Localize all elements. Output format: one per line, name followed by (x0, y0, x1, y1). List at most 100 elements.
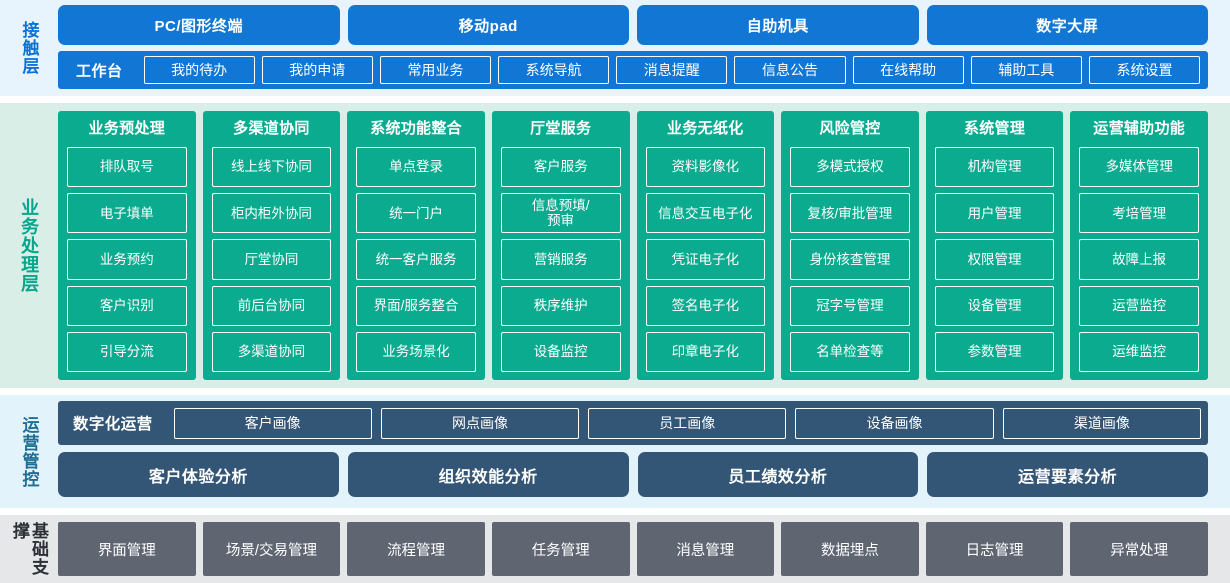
workbench-item-common-business[interactable]: 常用业务 (379, 56, 492, 84)
contact-layer: 接触层 PC/图形终端 移动pad 自助机具 数字大屏 工作台 我的待办 我的申… (0, 0, 1230, 96)
business-column-pre-processing: 业务预处理 排队取号 电子填单 业务预约 客户识别 引导分流 (58, 111, 196, 380)
analysis-customer-experience[interactable]: 客户体验分析 (58, 452, 339, 497)
foundation-item-message-management[interactable]: 消息管理 (636, 522, 775, 576)
business-item-sso[interactable]: 单点登录 (356, 147, 476, 188)
business-item-unified-portal[interactable]: 统一门户 (356, 193, 476, 234)
foundation-layer-label: 基础支撑 (10, 522, 49, 576)
business-item-unified-customer-service[interactable]: 统一客户服务 (356, 239, 476, 280)
workbench-item-my-todo[interactable]: 我的待办 (143, 56, 255, 84)
analysis-operation-factor[interactable]: 运营要素分析 (927, 452, 1208, 497)
business-item-device-management[interactable]: 设备管理 (934, 285, 1055, 326)
foundation-item-log-management[interactable]: 日志管理 (925, 522, 1064, 576)
terminal-pc[interactable]: PC/图形终端 (58, 5, 340, 45)
business-column-title: 厅堂服务 (530, 120, 592, 137)
contact-layer-label: 接触层 (19, 21, 39, 75)
business-item-e-form[interactable]: 电子填单 (67, 193, 187, 234)
foundation-item-data-tracking[interactable]: 数据埋点 (781, 522, 919, 576)
business-item-parameter-management[interactable]: 参数管理 (934, 331, 1055, 373)
business-item-guide-diversion[interactable]: 引导分流 (67, 331, 187, 373)
business-item-info-exchange-electronic[interactable]: 信息交互电子化 (645, 193, 766, 234)
portrait-branch[interactable]: 网点画像 (380, 407, 580, 439)
business-item-identity-verification[interactable]: 身份核查管理 (790, 239, 910, 280)
foundation-item-task-management[interactable]: 任务管理 (491, 522, 630, 576)
business-item-list-check[interactable]: 名单检查等 (790, 331, 910, 373)
operations-layer: 运营管控 数字化运营 客户画像 网点画像 员工画像 设备画像 渠道画像 客户体验… (0, 395, 1230, 508)
business-column-title: 风险管控 (819, 120, 881, 137)
business-column-multichannel: 多渠道协同 线上线下协同 柜内柜外协同 厅堂协同 前后台协同 多渠道协同 (202, 111, 341, 380)
workbench-item-message-alert[interactable]: 消息提醒 (616, 56, 728, 84)
business-column-system-management: 系统管理 机构管理 用户管理 权限管理 设备管理 参数管理 (925, 111, 1064, 380)
business-item-counter-collab[interactable]: 柜内柜外协同 (211, 193, 332, 234)
business-item-device-monitor[interactable]: 设备监控 (500, 331, 621, 373)
portrait-channel[interactable]: 渠道画像 (1002, 407, 1201, 439)
foundation-layer-body: 界面管理 场景/交易管理 流程管理 任务管理 消息管理 数据埋点 日志管理 异常… (58, 522, 1230, 576)
business-item-maintenance-monitor[interactable]: 运维监控 (1079, 331, 1199, 373)
portrait-device[interactable]: 设备画像 (795, 407, 994, 439)
portrait-employee[interactable]: 员工画像 (588, 407, 787, 439)
terminal-self-service[interactable]: 自助机具 (637, 5, 919, 45)
workbench-item-aux-tools[interactable]: 辅助工具 (970, 56, 1082, 84)
business-item-fault-report[interactable]: 故障上报 (1079, 239, 1199, 280)
business-layer-body: 业务预处理 排队取号 电子填单 业务预约 客户识别 引导分流 多渠道协同 线上线… (58, 111, 1230, 380)
business-column-system-integration: 系统功能整合 单点登录 统一门户 统一客户服务 界面/服务整合 业务场景化 (347, 111, 485, 380)
analysis-employee-performance[interactable]: 员工绩效分析 (637, 452, 919, 497)
digital-operations-bar: 数字化运营 客户画像 网点画像 员工画像 设备画像 渠道画像 (58, 401, 1208, 445)
business-item-customer-identify[interactable]: 客户识别 (67, 285, 187, 326)
business-item-queue-ticket[interactable]: 排队取号 (67, 147, 187, 188)
business-item-multichannel-collab[interactable]: 多渠道协同 (211, 331, 332, 373)
workbench-bar: 工作台 我的待办 我的申请 常用业务 系统导航 消息提醒 信息公告 在线帮助 辅… (58, 51, 1208, 89)
business-item-signature-electronic[interactable]: 签名电子化 (645, 285, 766, 326)
workbench-item-info-bulletin[interactable]: 信息公告 (734, 56, 846, 84)
foundation-layer: 基础支撑 界面管理 场景/交易管理 流程管理 任务管理 消息管理 数据埋点 日志… (0, 515, 1230, 583)
business-column-title: 业务预处理 (88, 120, 166, 137)
business-item-serial-number-mgmt[interactable]: 冠字号管理 (790, 285, 910, 326)
workbench-title: 工作台 (76, 62, 123, 80)
business-column-risk-control: 风险管控 多模式授权 复核/审批管理 身份核查管理 冠字号管理 名单检查等 (781, 111, 919, 380)
business-column-title: 运营辅助功能 (1093, 120, 1186, 137)
business-item-user-management[interactable]: 用户管理 (934, 193, 1055, 234)
business-item-multimedia-management[interactable]: 多媒体管理 (1079, 147, 1199, 188)
business-item-multimode-authorization[interactable]: 多模式授权 (790, 147, 910, 188)
business-item-document-imaging[interactable]: 资料影像化 (645, 147, 766, 188)
business-layer-label: 业务处理层 (19, 198, 40, 293)
terminal-digital-screen[interactable]: 数字大屏 (926, 5, 1208, 45)
business-column-title: 系统功能整合 (370, 120, 462, 137)
business-item-org-management[interactable]: 机构管理 (934, 147, 1055, 188)
business-item-training-management[interactable]: 考培管理 (1079, 193, 1199, 234)
foundation-item-ui-management[interactable]: 界面管理 (58, 522, 196, 576)
business-item-business-scenario[interactable]: 业务场景化 (356, 331, 476, 373)
business-item-info-prefill-review[interactable]: 信息预填/ 预审 (500, 193, 621, 234)
business-item-front-back-collab[interactable]: 前后台协同 (211, 285, 332, 326)
foundation-item-process-management[interactable]: 流程管理 (347, 522, 485, 576)
business-item-lobby-collab[interactable]: 厅堂协同 (211, 239, 332, 280)
business-item-marketing-service[interactable]: 营销服务 (500, 239, 621, 280)
business-item-customer-service[interactable]: 客户服务 (500, 147, 621, 188)
business-item-ui-service-integration[interactable]: 界面/服务整合 (356, 285, 476, 326)
terminal-row: PC/图形终端 移动pad 自助机具 数字大屏 (58, 5, 1208, 45)
workbench-item-my-application[interactable]: 我的申请 (261, 56, 373, 84)
analysis-row: 客户体验分析 组织效能分析 员工绩效分析 运营要素分析 (58, 452, 1208, 497)
business-item-review-approval[interactable]: 复核/审批管理 (790, 193, 910, 234)
business-column-lobby-service: 厅堂服务 客户服务 信息预填/ 预审 营销服务 秩序维护 设备监控 (491, 111, 630, 380)
workbench-item-online-help[interactable]: 在线帮助 (852, 56, 964, 84)
workbench-item-system-settings[interactable]: 系统设置 (1088, 56, 1201, 84)
workbench-item-system-nav[interactable]: 系统导航 (498, 56, 610, 84)
analysis-org-efficiency[interactable]: 组织效能分析 (347, 452, 629, 497)
operations-layer-body: 数字化运营 客户画像 网点画像 员工画像 设备画像 渠道画像 客户体验分析 组织… (58, 401, 1230, 502)
business-item-appointment[interactable]: 业务预约 (67, 239, 187, 280)
business-item-operation-monitor[interactable]: 运营监控 (1079, 285, 1199, 326)
business-item-permission-management[interactable]: 权限管理 (934, 239, 1055, 280)
business-column-title: 系统管理 (963, 120, 1026, 137)
foundation-item-exception-handling[interactable]: 异常处理 (1070, 522, 1208, 576)
business-item-seal-electronic[interactable]: 印章电子化 (645, 331, 766, 373)
terminal-mobile-pad[interactable]: 移动pad (347, 5, 629, 45)
business-item-voucher-electronic[interactable]: 凭证电子化 (645, 239, 766, 280)
foundation-item-scenario-transaction[interactable]: 场景/交易管理 (202, 522, 341, 576)
business-column-operation-support: 运营辅助功能 多媒体管理 考培管理 故障上报 运营监控 运维监控 (1070, 111, 1208, 380)
business-item-online-offline-collab[interactable]: 线上线下协同 (211, 147, 332, 188)
business-item-order-maintenance[interactable]: 秩序维护 (500, 285, 621, 326)
business-column-paperless: 业务无纸化 资料影像化 信息交互电子化 凭证电子化 签名电子化 印章电子化 (636, 111, 775, 380)
digital-operations-title: 数字化运营 (73, 416, 153, 433)
portrait-customer[interactable]: 客户画像 (173, 407, 372, 439)
